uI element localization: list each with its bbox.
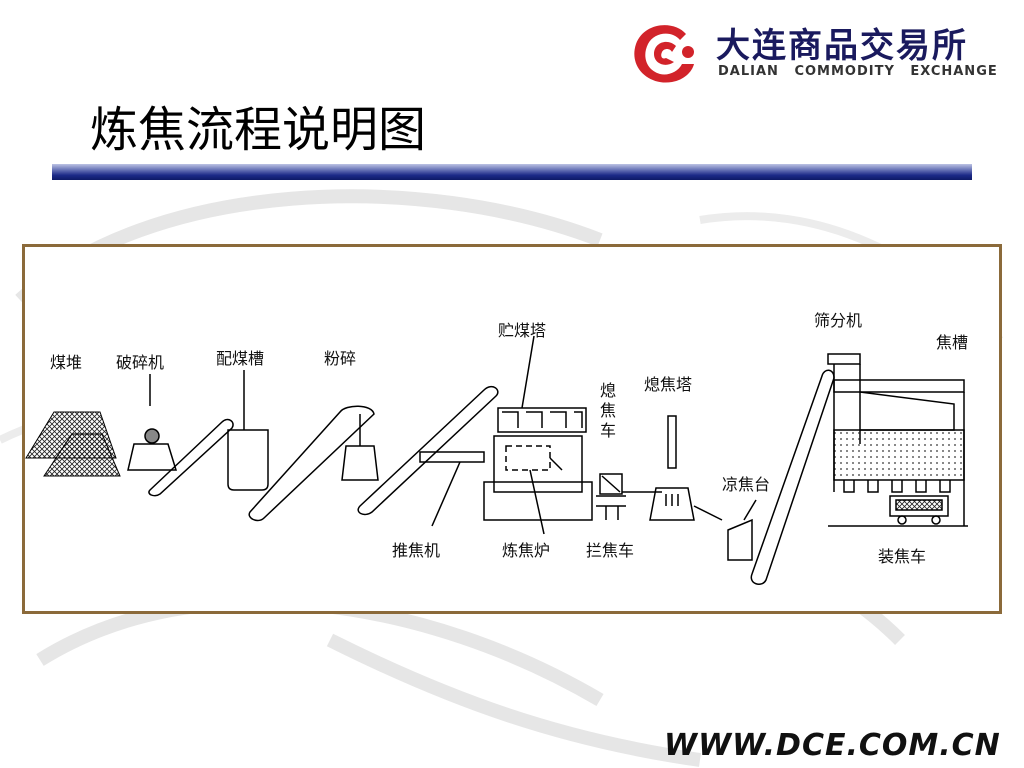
label-coke-guide-car: 拦焦车 bbox=[586, 541, 634, 560]
label-screener: 筛分机 bbox=[814, 311, 862, 330]
label-crusher: 破碎机 bbox=[116, 353, 164, 372]
conveyor-2 bbox=[248, 405, 375, 522]
diagram-frame bbox=[22, 244, 1002, 614]
label-blending-bin: 配煤槽 bbox=[216, 349, 264, 368]
exchange-logo: 大连商品交易所 DALIAN COMMODITY EXCHANGE bbox=[626, 16, 1006, 88]
coke-oven-shape bbox=[483, 435, 593, 535]
page-title: 炼焦流程说明图 bbox=[90, 102, 427, 158]
label-pusher: 推焦机 bbox=[392, 541, 440, 560]
label-quench-car-3: 车 bbox=[600, 421, 616, 440]
cooling-platform-shape bbox=[727, 499, 757, 561]
coal-pile-shape bbox=[25, 411, 121, 477]
logo-english-text: DALIAN COMMODITY EXCHANGE bbox=[718, 64, 998, 79]
coke-guide-car-shape bbox=[596, 473, 662, 520]
label-coke-oven: 炼焦炉 bbox=[502, 541, 550, 560]
logo-chinese-text: 大连商品交易所 bbox=[716, 26, 968, 66]
label-loading-car: 装焦车 bbox=[878, 547, 926, 566]
crusher-shape bbox=[127, 374, 178, 471]
screener-building-shape bbox=[827, 353, 968, 527]
label-quench-car-1: 熄 bbox=[600, 381, 616, 400]
blending-bin-shape bbox=[227, 370, 269, 491]
conveyor-1 bbox=[148, 418, 234, 497]
coking-process-diagram: 煤堆 破碎机 配煤槽 粉碎 贮煤塔 熄 焦 车 熄焦塔 筛分机 焦槽 凉焦台 推… bbox=[25, 311, 968, 585]
label-pulverize: 粉碎 bbox=[324, 349, 356, 368]
label-coal-pile: 煤堆 bbox=[50, 353, 82, 372]
conveyor-3 bbox=[357, 385, 499, 516]
label-quench-car-2: 焦 bbox=[600, 401, 616, 420]
title-underline-bar bbox=[52, 164, 972, 180]
label-quench-tower: 熄焦塔 bbox=[644, 375, 692, 394]
label-cooling-platform: 凉焦台 bbox=[722, 475, 770, 494]
pusher-machine-shape bbox=[419, 451, 485, 527]
coal-tower-shape bbox=[497, 335, 587, 433]
label-coke-bin: 焦槽 bbox=[936, 333, 968, 352]
quench-tower-shape bbox=[649, 415, 723, 521]
pulverizer-shape bbox=[341, 414, 379, 481]
dce-logo-icon bbox=[634, 25, 694, 83]
footer-website-url: WWW.DCE.COM.CN bbox=[664, 728, 1001, 763]
label-coal-tower: 贮煤塔 bbox=[498, 321, 546, 340]
